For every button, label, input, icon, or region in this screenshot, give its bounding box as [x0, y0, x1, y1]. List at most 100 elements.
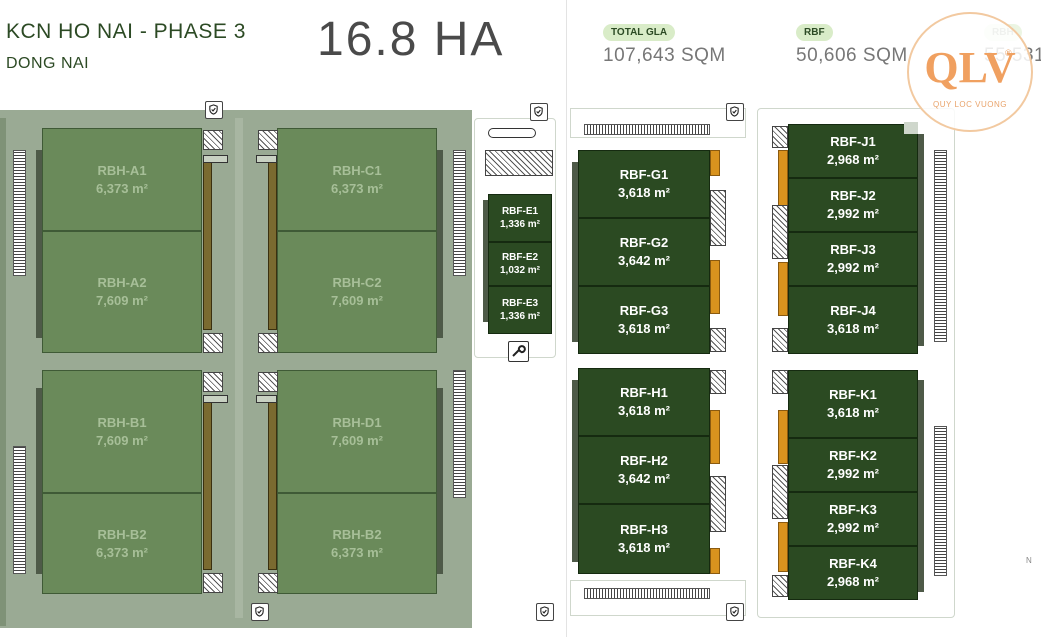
unit-rbf-j4[interactable]: RBF-J4 3,618 m²	[788, 286, 918, 354]
unit-rbh-a2[interactable]: RBH-A2 7,609 m²	[42, 231, 202, 353]
site-edge	[0, 118, 6, 626]
stat-value: 107,643 SQM	[603, 45, 726, 66]
orange-dock	[710, 150, 720, 176]
corner-marker	[904, 122, 918, 134]
unit-area: 6,373 m²	[330, 544, 384, 560]
parking-stripes	[584, 124, 710, 135]
unit-name: RBH-B2	[332, 526, 382, 542]
shield-icon	[726, 603, 744, 621]
orange-dock	[778, 150, 788, 206]
unit-area: 3,642 m²	[617, 253, 671, 268]
olive-bar	[268, 155, 277, 330]
hatched-area	[772, 126, 788, 148]
unit-name: RBF-G2	[619, 235, 669, 251]
unit-area: 3,618 m²	[826, 405, 880, 420]
unit-rbh-c2[interactable]: RBH-C2 7,609 m²	[277, 231, 437, 353]
unit-name: RBF-G1	[619, 167, 669, 183]
loading-bar	[918, 134, 924, 346]
unit-name: RBH-A2	[97, 275, 147, 291]
unit-rbf-g2[interactable]: RBF-G2 3,642 m²	[578, 218, 710, 286]
hatched-area	[772, 575, 788, 597]
unit-rbf-e3[interactable]: RBF-E3 1,336 m²	[488, 286, 552, 334]
hatched-area	[258, 372, 278, 392]
unit-rbf-k2[interactable]: RBF-K2 2,992 m²	[788, 438, 918, 492]
unit-rbf-j1[interactable]: RBF-J1 2,968 m²	[788, 124, 918, 178]
hatched-area	[258, 333, 278, 353]
unit-rbf-j2[interactable]: RBF-J2 2,992 m²	[788, 178, 918, 232]
unit-name: RBF-K2	[829, 448, 877, 464]
unit-rbf-k3[interactable]: RBF-K3 2,992 m²	[788, 492, 918, 546]
unit-area: 3,618 m²	[826, 321, 880, 336]
connector	[203, 395, 228, 403]
unit-name: RBF-H1	[620, 385, 668, 401]
unit-name: RBF-J4	[830, 303, 876, 319]
loading-bar	[36, 388, 42, 574]
unit-rbf-g3[interactable]: RBF-G3 3,618 m²	[578, 286, 710, 354]
stat-value: 50,606 SQM	[796, 45, 908, 66]
parking-stripes	[453, 150, 466, 276]
unit-rbf-e2[interactable]: RBF-E2 1,032 m²	[488, 242, 552, 286]
center-road	[235, 118, 243, 618]
unit-rbh-b1[interactable]: RBH-B1 7,609 m²	[42, 370, 202, 493]
orange-dock	[778, 522, 788, 572]
unit-rbf-k4[interactable]: RBF-K4 2,968 m²	[788, 546, 918, 600]
unit-area: 2,968 m²	[826, 574, 880, 589]
page-subtitle: DONG NAI	[6, 55, 90, 72]
unit-area: 2,992 m²	[826, 260, 880, 275]
hatched-area	[772, 370, 788, 394]
unit-name: RBF-J2	[830, 188, 876, 204]
hatched-area	[710, 370, 726, 394]
connector	[256, 395, 277, 403]
hatched-area	[258, 573, 278, 593]
unit-name: RBF-G3	[619, 303, 669, 319]
hatched-area	[772, 205, 788, 259]
hatched-area	[710, 190, 726, 246]
unit-rbf-h1[interactable]: RBF-H1 3,618 m²	[578, 368, 710, 436]
unit-rbf-g1[interactable]: RBF-G1 3,618 m²	[578, 150, 710, 218]
unit-rbh-b2-right[interactable]: RBH-B2 6,373 m²	[277, 493, 437, 594]
unit-area: 6,373 m²	[95, 180, 149, 196]
unit-area: 7,609 m²	[330, 293, 384, 308]
orange-dock	[710, 260, 720, 314]
hatched-area	[772, 328, 788, 352]
unit-name: RBH-B1	[97, 414, 147, 430]
unit-rbf-h3[interactable]: RBF-H3 3,618 m²	[578, 504, 710, 574]
parking-stripes	[13, 150, 26, 276]
unit-name: RBF-E2	[501, 251, 539, 263]
page-title: KCN HO NAI - PHASE 3	[6, 20, 246, 43]
unit-rbh-d1[interactable]: RBH-D1 7,609 m²	[277, 370, 437, 493]
unit-area: 1,336 m²	[499, 311, 541, 322]
unit-rbh-a1[interactable]: RBH-A1 6,373 m²	[42, 128, 202, 231]
unit-rbf-j3[interactable]: RBF-J3 2,992 m²	[788, 232, 918, 286]
hatched-area	[203, 573, 223, 593]
shield-icon	[530, 103, 548, 121]
unit-name: RBH-B2	[97, 526, 147, 542]
orange-dock	[710, 410, 720, 464]
logo-text: QLV	[924, 43, 1016, 92]
olive-bar	[203, 155, 212, 330]
unit-name: RBF-J1	[830, 134, 876, 150]
unit-area: 6,373 m²	[95, 544, 149, 560]
unit-name: RBF-K1	[829, 387, 877, 403]
unit-name: RBH-D1	[332, 414, 382, 430]
entrance-gate	[488, 128, 536, 138]
unit-name: RBH-C1	[332, 162, 382, 178]
unit-name: RBF-K4	[829, 556, 877, 572]
wrench-icon	[508, 341, 529, 362]
unit-rbf-e1[interactable]: RBF-E1 1,336 m²	[488, 194, 552, 242]
site-area: 16.8 HA	[317, 13, 505, 66]
unit-name: RBF-K3	[829, 502, 877, 518]
loading-bar	[437, 388, 443, 574]
unit-area: 3,618 m²	[617, 185, 671, 200]
compass-north: N	[1026, 556, 1032, 565]
unit-rbh-b2[interactable]: RBH-B2 6,373 m²	[42, 493, 202, 594]
connector	[256, 155, 277, 163]
unit-area: 6,373 m²	[330, 180, 384, 196]
unit-area: 7,609 m²	[95, 432, 149, 448]
unit-rbf-h2[interactable]: RBF-H2 3,642 m²	[578, 436, 710, 504]
unit-area: 2,992 m²	[826, 466, 880, 481]
unit-area: 3,642 m²	[617, 471, 671, 486]
unit-area: 3,618 m²	[617, 321, 671, 336]
unit-rbh-c1[interactable]: RBH-C1 6,373 m²	[277, 128, 437, 231]
unit-rbf-k1[interactable]: RBF-K1 3,618 m²	[788, 370, 918, 438]
